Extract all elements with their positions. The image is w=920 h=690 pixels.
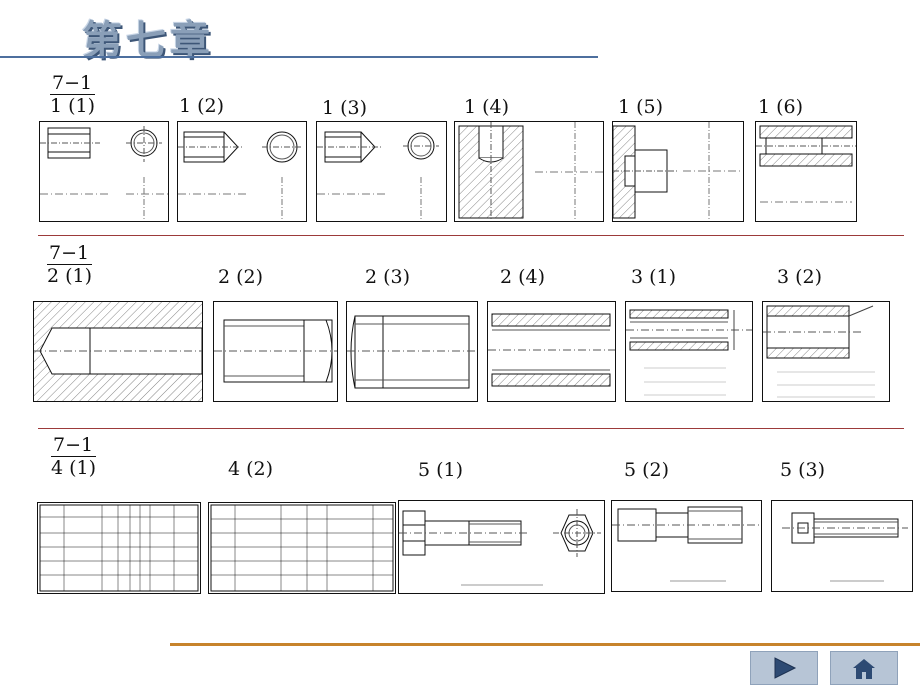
section-number: 7−1 [50, 72, 96, 95]
drawing-2-3[interactable] [346, 301, 478, 402]
threaded-bore-drawing [488, 313, 615, 387]
stud-in-hole-drawing [613, 122, 743, 221]
sectioned-hole-drawing [458, 122, 603, 221]
exercise-label: 1 (5) [618, 96, 664, 118]
home-icon [853, 659, 875, 679]
exercise-label: 1 (3) [322, 97, 368, 119]
next-slide-button[interactable] [750, 651, 818, 685]
exercise-label: 3 (2) [777, 266, 823, 288]
exercise-label: 1 (4) [464, 96, 510, 118]
thread-spec-table [39, 504, 199, 592]
drawing-5-3[interactable] [771, 500, 913, 592]
drawing-5-2[interactable] [611, 500, 762, 592]
home-button[interactable] [830, 651, 898, 685]
exercise-label: 5 (3) [780, 459, 826, 481]
exercise-label: 5 (1) [418, 459, 464, 481]
thread-annotation-drawing [763, 305, 875, 398]
slotted-screw-drawing [782, 512, 908, 582]
drawing-3-2[interactable] [762, 301, 890, 402]
stud-bolt-drawing [612, 506, 761, 582]
exercise-label: 4 (2) [228, 458, 274, 480]
section-label-7-1-2: 7−1 2 (1) [47, 242, 93, 287]
exercise-label: 3 (1) [631, 266, 677, 288]
drawing-4-1[interactable] [37, 502, 201, 594]
row-divider [38, 235, 904, 236]
exercise-label: 2 (3) [365, 266, 411, 288]
play-triangle-icon [774, 657, 797, 679]
drawing-1-2[interactable] [177, 121, 307, 222]
drawing-5-1[interactable] [398, 500, 605, 594]
footer-rule [170, 643, 920, 646]
exercise-label: 2 (4) [500, 266, 546, 288]
exercise-label: 2 (1) [47, 265, 93, 287]
section-number: 7−1 [47, 242, 93, 265]
drawing-1-3[interactable] [316, 121, 447, 222]
exercise-label: 2 (2) [218, 266, 264, 288]
drawing-2-1[interactable] [33, 301, 203, 402]
hex-bolt-drawing [399, 509, 601, 586]
threaded-shaft-drawing [347, 315, 477, 389]
exercise-label: 1 (2) [179, 95, 225, 117]
threaded-hole-drawing [317, 131, 439, 221]
section-label-7-1-4: 7−1 4 (1) [51, 434, 97, 479]
drawing-2-4[interactable] [487, 301, 616, 402]
thread-annotation-drawing [626, 309, 752, 396]
drawing-2-2[interactable] [213, 301, 338, 402]
exercise-label: 5 (2) [624, 459, 670, 481]
title-underline [0, 56, 598, 58]
drawing-1-1[interactable] [39, 121, 169, 222]
thread-spec-table [210, 504, 394, 592]
drawing-1-4[interactable] [454, 121, 604, 222]
section-label-7-1-1: 7−1 1 (1) [50, 72, 96, 117]
drawing-3-1[interactable] [625, 301, 753, 402]
drill-hole-drawing [178, 131, 302, 221]
screw-joint-drawing [756, 125, 856, 203]
internal-thread-section-drawing [34, 302, 202, 401]
drawing-4-2[interactable] [208, 502, 396, 594]
section-number: 7−1 [51, 434, 97, 457]
row-divider [38, 428, 904, 429]
drawing-1-5[interactable] [612, 121, 744, 222]
exercise-label: 1 (6) [758, 96, 804, 118]
exercise-label: 4 (1) [51, 457, 97, 479]
drawing-1-6[interactable] [755, 121, 857, 222]
exercise-label: 1 (1) [50, 95, 96, 117]
external-thread-drawing [214, 319, 337, 383]
blind-hole-drawing [40, 126, 168, 221]
